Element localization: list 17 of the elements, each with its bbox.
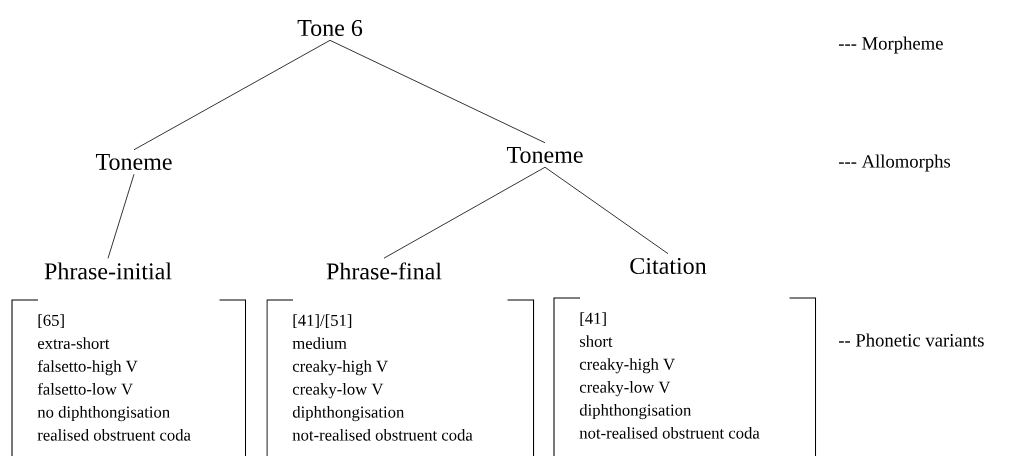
bracket-box: [65] extra-short falsetto-high V falsetto-low V no diphthongisation realised obstruent coda [11, 299, 247, 456]
tree-label: Tone 6 [297, 19, 363, 37]
tree-label: Phrase-final [326, 262, 442, 280]
tree-line [329, 39, 546, 144]
tree-line [544, 166, 669, 255]
level-label: -- Phonetic variants [838, 333, 984, 347]
tree-label: Toneme [506, 147, 583, 163]
tree-line [133, 39, 331, 151]
tree-label: Phrase-initial [44, 262, 172, 280]
tree-line [107, 173, 135, 259]
tree-label: Citation [630, 257, 707, 275]
bracket-box: [41]/[51] medium creaky-high V creaky-low V diphthongisation not-realised obstruent coda [266, 299, 535, 456]
level-label: --- Morpheme [838, 36, 943, 54]
tree-line [383, 166, 546, 259]
level-label: --- Allomorphs [838, 154, 951, 172]
bracket-box: [41] short creaky-high V creaky-low V diphthongisation not-realised obstruent coda [553, 297, 817, 456]
tree-label: Toneme [95, 154, 172, 170]
